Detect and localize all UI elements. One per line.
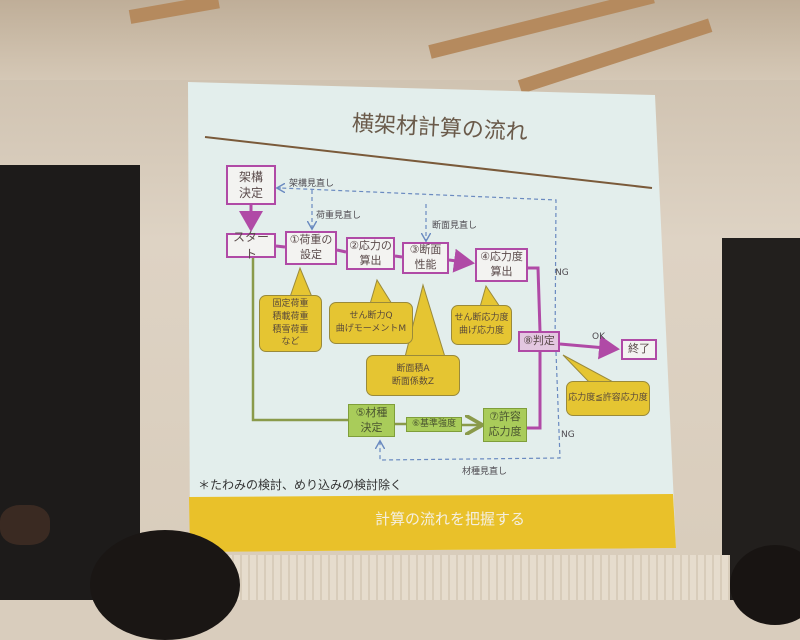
label-ng-bottom: NG <box>561 430 575 440</box>
audience-hand <box>0 505 50 545</box>
footnote: ＊たわみの検討、めり込みの検討除く <box>198 478 403 492</box>
connector <box>559 335 620 360</box>
callout-stresses: せん断応力度 曲げ応力度 <box>451 305 512 345</box>
callout-pointer <box>479 284 501 308</box>
callout-loads: 固定荷重 積載荷重 積雪荷重 など <box>259 295 322 352</box>
slide-footer-bar <box>189 494 676 552</box>
box-allowable-stress: ⑦許容 応力度 <box>483 408 527 442</box>
box-stress-intensity: ④応力度 算出 <box>475 248 528 282</box>
audience-head <box>90 530 240 640</box>
review-loop <box>280 187 557 351</box>
review-loop <box>380 351 561 461</box>
flow-connectors <box>204 136 653 461</box>
callout-section: 断面積A 断面係数Z <box>366 355 460 396</box>
connector <box>275 244 286 249</box>
box-end: 終了 <box>621 339 657 360</box>
connector <box>251 258 348 422</box>
box-frame-decision: 架構 決定 <box>226 165 276 205</box>
label-ng-top: NG <box>555 268 569 278</box>
box-material-decision: ⑤材種 決定 <box>348 404 395 437</box>
label-section-review: 断面見直し <box>432 221 478 231</box>
box-load-setting: ①荷重の 設定 <box>285 231 337 265</box>
connector <box>394 254 403 259</box>
label-load-review: 荷重見直し <box>316 211 362 221</box>
connector <box>527 352 542 430</box>
connector <box>336 248 347 254</box>
box-start: スタート <box>226 230 276 261</box>
footer-text: 計算の流れを把握する <box>374 510 525 528</box>
connector <box>528 266 542 332</box>
callout-pointer <box>289 266 313 298</box>
callout-criterion: 応力度≦許容応力度 <box>566 381 650 416</box>
box-section-performance: ③断面 性能 <box>402 242 449 274</box>
label-material-review: 材種見直し <box>462 467 508 477</box>
callout-forces: せん断力Q 曲げモーメントM <box>329 302 413 344</box>
label-frame-review: 架構見直し <box>289 179 335 189</box>
connector <box>448 248 475 273</box>
box-judgement: ⑧判定 <box>518 331 560 352</box>
dark-wall-panel <box>722 238 800 600</box>
callout-pointer <box>562 354 616 384</box>
box-stress-calc: ②応力の 算出 <box>346 237 395 270</box>
wall-slats <box>210 555 730 600</box>
label-ok: OK <box>592 332 605 342</box>
box-base-strength: ⑥基準強度 <box>406 417 462 432</box>
title-underline <box>204 136 653 189</box>
callout-pointer <box>369 278 393 305</box>
